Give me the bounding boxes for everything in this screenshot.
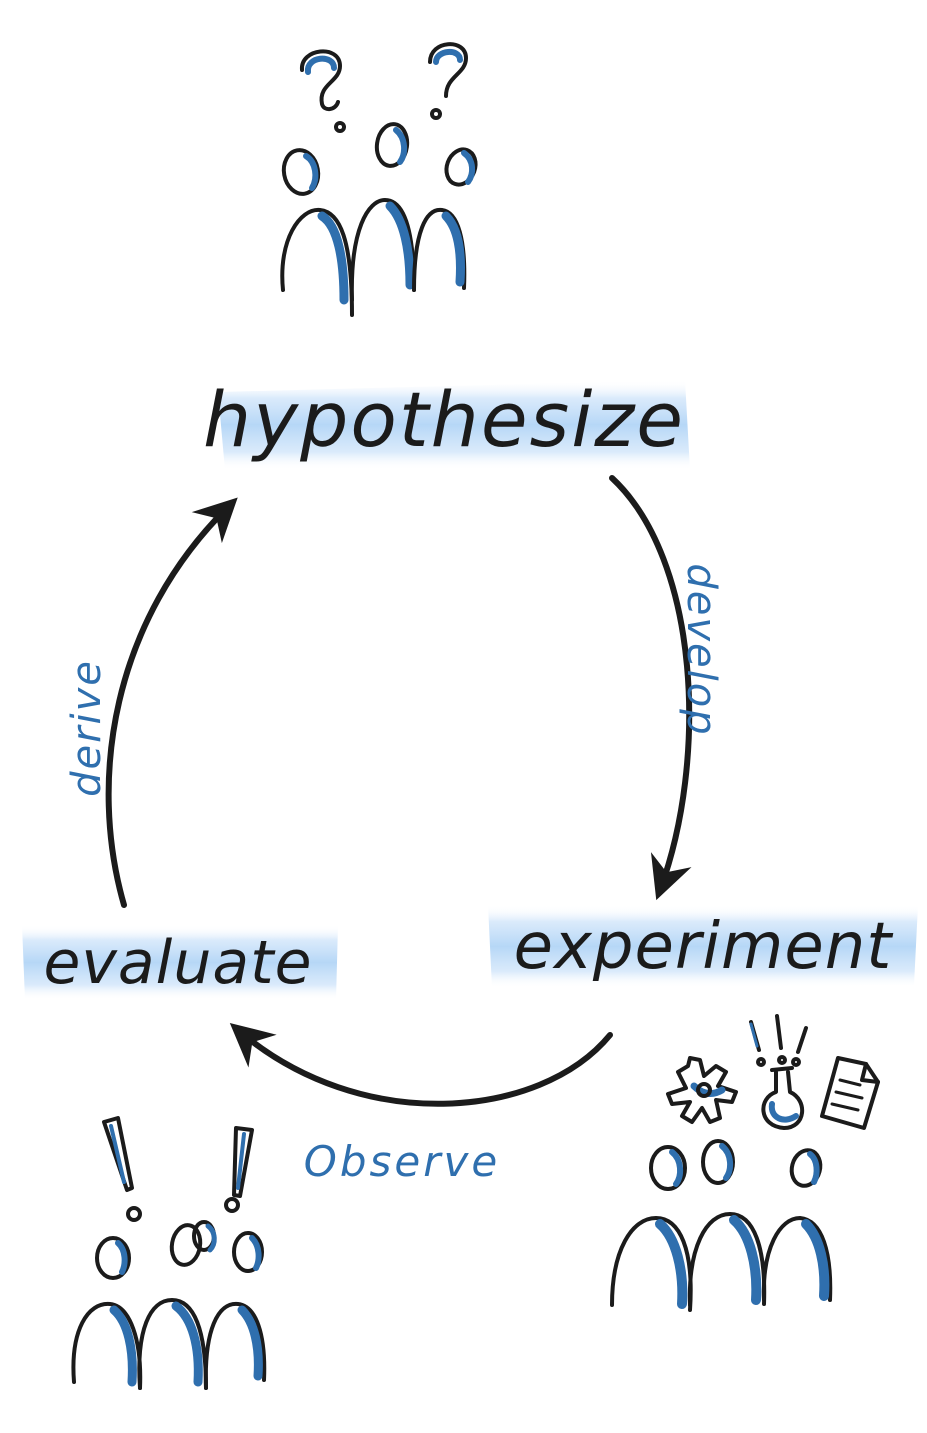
molecule-icon — [666, 1056, 738, 1124]
cycle-arrows — [105, 475, 693, 1107]
question-mark-icon — [300, 49, 346, 133]
experiment-highlight — [488, 905, 918, 988]
thinking-people-icon — [280, 42, 478, 317]
derive-arrow — [105, 497, 238, 908]
experiment-label: experiment — [514, 910, 895, 984]
surprised-people-icon — [71, 1116, 267, 1390]
derive-label: derive — [64, 659, 110, 797]
experimenting-people-icon — [610, 1014, 880, 1312]
hypothesize-highlight — [218, 380, 690, 470]
question-mark-icon — [428, 42, 468, 120]
observe-label: Observe — [304, 1137, 500, 1186]
hypothesize-label: hypothesize — [203, 375, 685, 464]
exclamation-mark-icon — [224, 1126, 254, 1213]
exclamation-mark-icon — [749, 1014, 808, 1067]
observe-arrow — [229, 1022, 613, 1107]
flask-icon — [761, 1066, 805, 1130]
document-icon — [820, 1056, 880, 1130]
evaluate-highlight — [22, 925, 338, 1000]
develop-arrow — [609, 475, 693, 901]
evaluate-label: evaluate — [43, 928, 312, 998]
develop-label: develop — [678, 563, 724, 736]
exclamation-mark-icon — [102, 1116, 142, 1222]
